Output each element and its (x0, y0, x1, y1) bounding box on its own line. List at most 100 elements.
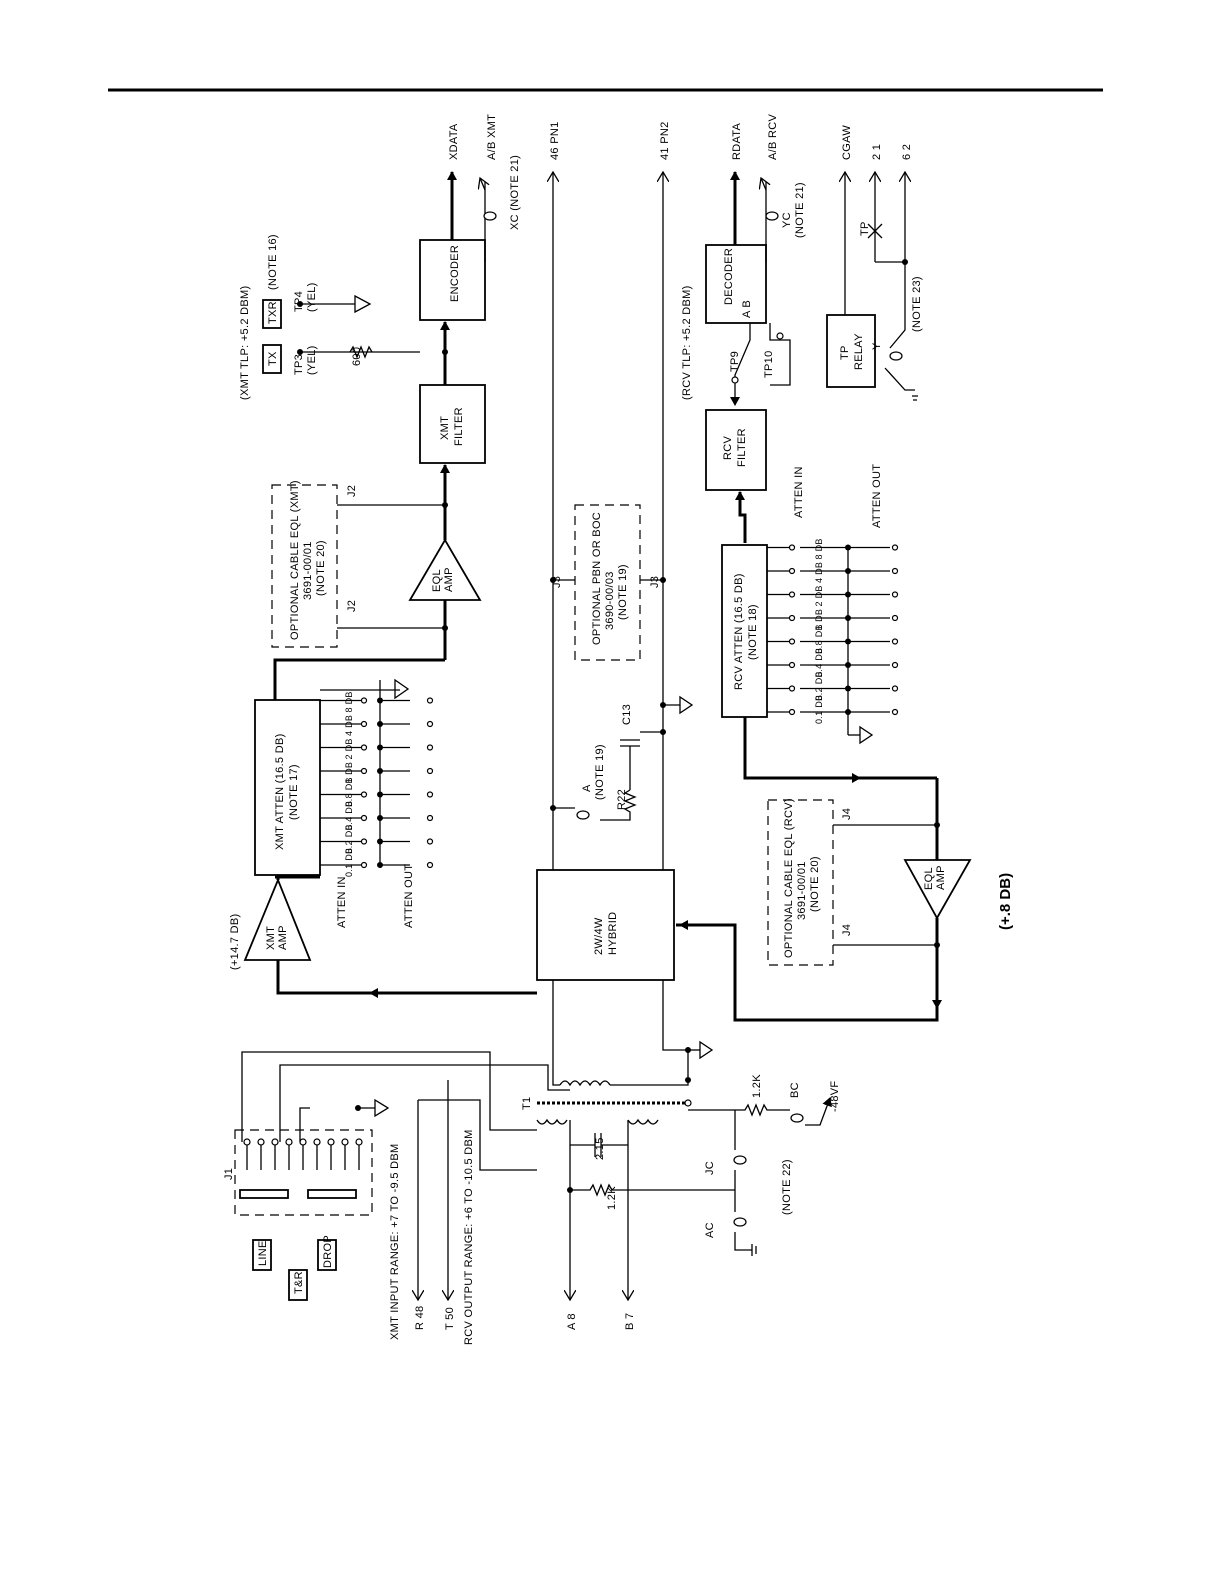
resistor-1-2k-a (570, 1183, 735, 1197)
out21-label: 2 1 (871, 144, 883, 160)
xmt-atten-step-label: 1 DB (344, 762, 354, 783)
jc-label: JC (704, 1161, 716, 1175)
a-note19-label-1: A (581, 784, 593, 792)
opt-cable-rcv-dashed-box (767, 799, 834, 966)
xmt-atten-block (254, 699, 321, 876)
eql-amp-rcv-label-1: EQL (923, 867, 935, 890)
opt-pbn-dashed-box (574, 504, 641, 661)
rcv-atten-step-label: 0.2 DB (814, 671, 824, 700)
pn1-label: 46 PN1 (549, 122, 561, 161)
rcv-atten-step-label: 0.4 DB (814, 648, 824, 677)
xmt-input-range-label: XMT INPUT RANGE: +7 TO -9.5 DBM (389, 1144, 401, 1340)
rcv-filter-label-2: FILTER (736, 428, 748, 467)
xmt-atten-label-2: (NOTE 17) (288, 764, 300, 820)
resistor-600 (349, 345, 373, 359)
xmt-atten-step-label: 0.4 DB (344, 801, 354, 830)
a-strap-icon (576, 810, 590, 820)
xc-strap-icon (483, 211, 497, 221)
rcv-output-range-label: RCV OUTPUT RANGE: +6 TO -10.5 DBM (463, 1129, 475, 1345)
j2-label-top: J2 (346, 485, 358, 497)
xmt-atten-out-label: ATTEN OUT (403, 864, 415, 928)
opt-pbn-label-1: OPTIONAL PBN OR BOC (591, 512, 603, 645)
ab-rcv-label: A/B RCV (767, 114, 779, 160)
opt-cable-rcv-label-2: 3691-00/01 (796, 861, 808, 920)
hybrid-block (536, 869, 675, 981)
tp3-label: TP3 (293, 354, 305, 375)
eql-amp-xmt-label-1: EQL (431, 569, 443, 592)
cgaw-label: CGAW (841, 125, 853, 160)
rcv-atten-step-label: 2 DB (814, 585, 824, 606)
xmt-atten-step-label: 2 DB (344, 738, 354, 759)
ac-strap-icon (733, 1217, 747, 1227)
decoder-ab-label: A B (741, 300, 753, 318)
j1-label: J1 (223, 1168, 235, 1180)
xmt-amp-label-1: XMT (265, 926, 277, 950)
rcv-atten-step-label: 1 DB (814, 609, 824, 630)
rcv-atten-block (721, 544, 768, 718)
tbr-label: T&R (293, 1271, 305, 1294)
j4-label-top: J4 (841, 808, 853, 820)
tx-label: TX (267, 351, 279, 366)
opt-pbn-label-2: 3690-00/03 (604, 571, 616, 630)
txr-label: TXR (267, 301, 279, 324)
bc-label: BC (789, 1082, 801, 1098)
note23-label: (NOTE 23) (911, 276, 923, 332)
tp3-yel-label: (YEL) (306, 345, 318, 375)
rcv-tlp-label: (RCV TLP: +5.2 DBM) (681, 285, 693, 400)
j2-label-bottom: J2 (346, 600, 358, 612)
t50-label: T 50 (444, 1307, 456, 1330)
xc-note21-label: XC (NOTE 21) (509, 155, 521, 230)
rcv-filter-label-1: RCV (722, 436, 734, 460)
ground-symbol (354, 294, 372, 314)
xmt-filter-label-2: FILTER (453, 407, 465, 446)
xmt-atten-step-label: 4 DB (344, 715, 354, 736)
xmt-filter-label-1: XMT (439, 416, 451, 440)
bc-strap-icon (790, 1113, 804, 1123)
r12k-b-label: 1.2K (751, 1074, 763, 1098)
ab-xmt-label: A/B XMT (486, 114, 498, 160)
rcv-atten-step-label: 0.1 DB (814, 695, 824, 724)
neg48-label: -48VF (829, 1081, 841, 1112)
rcv-atten-step-label: 0.8 DB (814, 624, 824, 653)
tp9-label: TP9 (729, 351, 741, 372)
drop-label: DROP (322, 1235, 334, 1268)
rcv-atten-label-2: (NOTE 18) (747, 604, 759, 660)
xmt-atten-step-label: 8 DB (344, 691, 354, 712)
opt-pbn-label-3: (NOTE 19) (617, 564, 629, 620)
hybrid-label-2: HYBRID (607, 912, 619, 955)
opt-cable-rcv-label-3: (NOTE 20) (809, 856, 821, 912)
xmt-amp-gain-label: (+14.7 DB) (229, 914, 241, 971)
y-label: Y (871, 342, 883, 350)
a8-label: A 8 (566, 1313, 578, 1330)
drop-label-box (317, 1239, 337, 1271)
j1-jack-box (234, 1129, 373, 1216)
xmt-atten-step-label: 0.2 DB (344, 824, 354, 853)
xmt-atten-in-label: ATTEN IN (336, 876, 348, 928)
tp4-yel-label: (YEL) (306, 282, 318, 312)
tx-label-box (262, 344, 282, 374)
j4-label-bottom: J4 (841, 924, 853, 936)
xmt-atten-label-1: XMT ATTEN (16.5 DB) (274, 733, 286, 850)
r48-label: R 48 (414, 1306, 426, 1330)
y-strap-icon (889, 351, 903, 361)
opt-cable-rcv-label-1: OPTIONAL CABLE EQL (RCV) (783, 798, 795, 958)
resistor-r22 (600, 789, 637, 821)
rcv-atten-step-label: 4 DB (814, 562, 824, 583)
opt-cable-xmt-label-3: (NOTE 20) (315, 540, 327, 596)
j3-label-right: J3 (649, 576, 661, 588)
tp-relay-block (826, 314, 876, 388)
yc-strap-icon (765, 211, 779, 221)
pn2-label: 41 PN2 (659, 122, 671, 161)
xmt-filter-block (419, 384, 486, 464)
eql-amp-xmt-label-2: AMP (443, 567, 455, 592)
ac-label: AC (704, 1222, 716, 1238)
rcv-atten-in-label: ATTEN IN (793, 466, 805, 518)
opt-cable-xmt-dashed-box (271, 484, 338, 648)
opt-cable-xmt-label-2: 3691-00/01 (302, 541, 314, 600)
b7-label: B 7 (624, 1313, 636, 1330)
rcv-atten-out-label: ATTEN OUT (871, 464, 883, 528)
tp10-label: TP10 (763, 351, 775, 379)
tp-relay-label-2: RELAY (853, 333, 865, 370)
hybrid-label-1: 2W/4W (593, 917, 605, 955)
rdata-label: RDATA (731, 122, 743, 160)
